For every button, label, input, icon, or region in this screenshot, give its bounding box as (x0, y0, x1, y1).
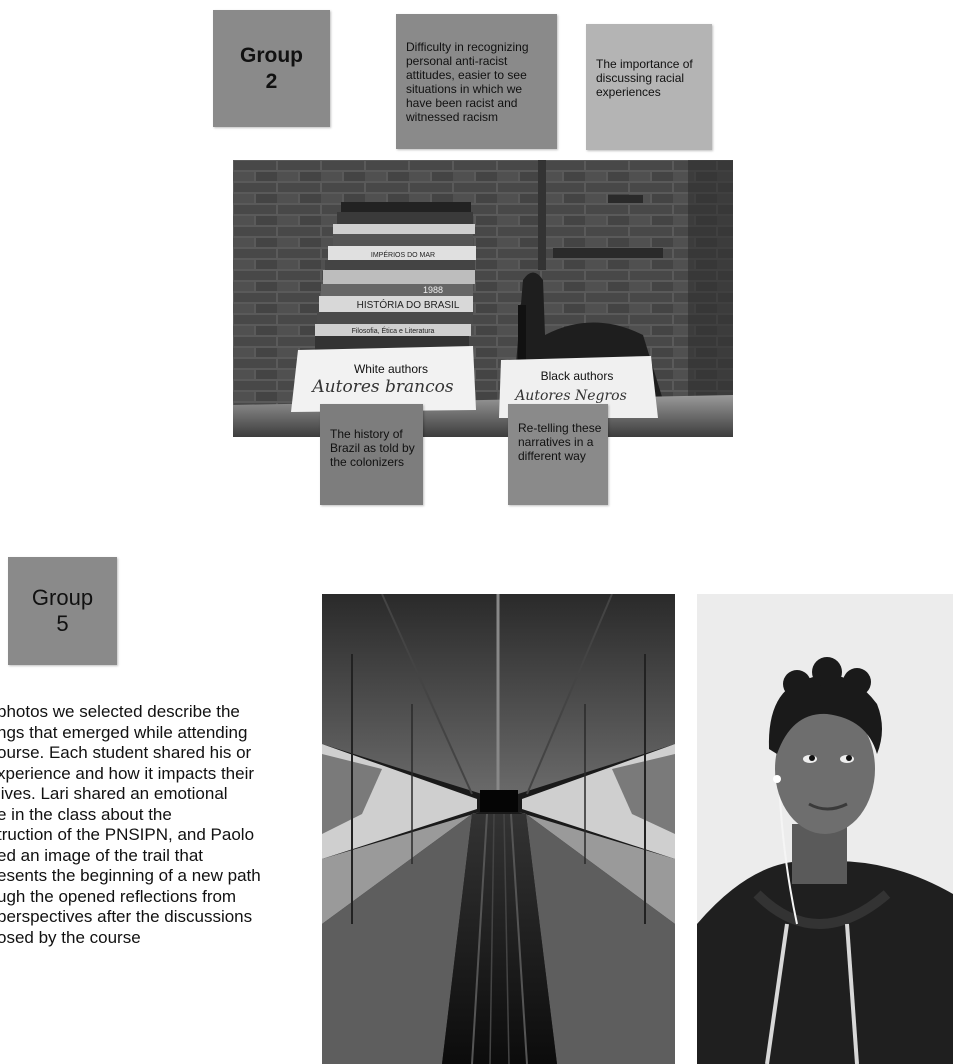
group-2-label: Group 2 (213, 10, 330, 127)
card-black-authors-caption: Black authors (541, 369, 614, 383)
note-importance-discussing: The importance of discussing racial expe… (586, 24, 712, 150)
group-5-label: Group 5 (8, 557, 117, 665)
book-spine-1988: 1988 (423, 285, 443, 295)
card-white-authors-script: Autores brancos (310, 377, 453, 397)
card-white-authors-caption: White authors (354, 362, 428, 376)
station-photo (322, 594, 675, 1064)
book-spine-historia: HISTÓRIA DO BRASIL (357, 298, 460, 311)
note-history-colonizers: The history of Brazil as told by the col… (320, 404, 423, 505)
book-spine-filosofia: Filosofia, Ética e Literatura (352, 326, 435, 335)
note-recognizing-attitudes: Difficulty in recognizing personal anti-… (396, 14, 557, 149)
portrait-photo (697, 594, 953, 1064)
note-retelling-narratives: Re-telling these narratives in a differe… (508, 404, 608, 505)
book-spine-imperios: IMPÉRIOS DO MAR (371, 250, 435, 259)
books-photo: IMPÉRIOS DO MAR 1988 HISTÓRIA DO BRASIL … (233, 160, 733, 437)
card-black-authors-script: Autores Negros (513, 388, 627, 404)
group-5-description: photos we selected describe the ngs that… (0, 702, 261, 947)
